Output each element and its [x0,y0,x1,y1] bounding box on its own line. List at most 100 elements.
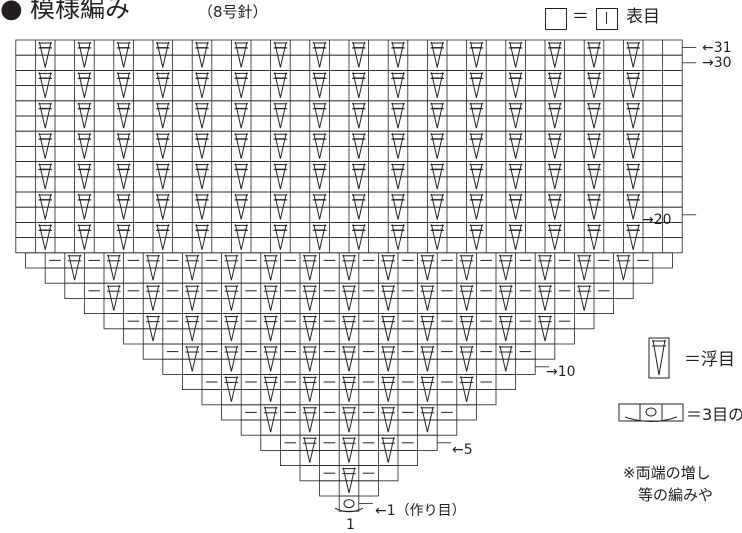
slip-stitch-cell [234,133,248,159]
slip-stitch-cell [38,224,52,250]
slip-stitch-cell [352,72,366,98]
chart-row [15,206,683,223]
slip-stitch-cell [195,133,209,159]
chart-grid [15,39,697,513]
slip-stitch-cell [116,133,131,159]
chart-row [319,480,379,497]
slip-stitch-cell [352,102,366,129]
slip-stitch-cell [303,437,317,463]
slip-stitch-cell [303,285,317,311]
slip-stitch-cell [195,102,209,129]
slip-stitch-cell [234,224,248,250]
note-line-2: 等の編みや [638,486,714,504]
chart-row [15,161,683,178]
slip-stitch-cell [263,376,278,402]
row-outline [279,449,418,466]
slip-stitch-cell [234,72,248,98]
slip-stitch-cell [342,467,356,494]
chart-row [64,282,634,299]
slip-stitch-cell [381,315,395,342]
slip-stitch-cell [234,102,248,129]
slip-stitch-cell [273,163,288,190]
slip-stitch-cell [459,376,474,402]
slip-stitch-cell [312,133,327,159]
slip-stitch-cell [273,41,288,68]
slip-stitch-cell [548,72,562,98]
slip-stitch-cell [626,163,640,190]
slip-stitch-cell [459,315,474,342]
slip-stitch-cell [342,315,356,342]
slip-stitch-cell [420,345,435,372]
slip-stitch-cell [107,254,121,281]
slip-stitch-cell [342,285,356,311]
slip-stitch-cell [38,133,52,159]
slip-stitch-cell [146,285,160,311]
slip-stitch-cell [195,72,209,98]
slip-stitch-cell [626,72,640,98]
slip-stitch-cell [616,254,631,281]
slip-stitch-cell [420,376,435,402]
slip-stitch-cell [587,72,601,98]
chart-row [15,191,683,208]
slip-stitch-cell [156,72,170,98]
chart-row [201,389,497,406]
chart-row [15,54,683,71]
slip-stitch-cell [77,72,92,98]
slip-stitch-cell [77,102,92,129]
slip-stitch-cell [312,163,327,190]
slip-stitch-cell [391,163,405,190]
slip-stitch-cell [273,193,288,220]
slip-stitch-cell [381,406,395,433]
yarn-over-legend-label: ＝3目の [686,405,742,424]
slip-stitch-cell [626,102,640,129]
slip-stitch-cell [430,163,444,190]
slip-stitch-cell [38,163,52,190]
slip-stitch-cell [146,315,160,342]
slip-stitch-cell [312,72,327,98]
slip-stitch-cell [195,193,209,220]
row-label-5: ←5 [452,442,473,458]
slip-stitch-cell [77,163,92,190]
slip-stitch-cell [156,224,170,250]
slip-stitch-cell [77,133,92,159]
chart-row [142,343,556,360]
slip-stitch-cell [391,133,405,159]
slip-stitch-cell [391,224,405,250]
slip-stitch-cell [548,133,562,159]
slip-stitch-cell [303,376,317,402]
slip-stitch-cell [342,345,356,372]
slip-stitch-cell [224,376,239,402]
slip-stitch-cell [234,193,248,220]
slip-stitch-cell [185,285,199,311]
slip-stitch-cell [587,224,601,250]
key-equals-sign: ＝ [572,7,589,27]
slip-stitch-cell [469,163,484,190]
slip-stitch-cell [430,193,444,220]
row-label-10: →10 [546,364,576,380]
needle-size-note: （8号針） [198,3,268,21]
slip-stitch-cell [499,254,513,281]
chart-row [279,449,418,466]
slip-stitch-cell [381,254,395,281]
slip-stitch-cell [156,41,170,68]
slip-stitch-cell [77,193,92,220]
slip-stitch-cell [548,163,562,190]
slip-stitch-cell [499,285,513,311]
slip-stitch-cell [116,102,131,129]
slip-stitch-cell [273,133,288,159]
slip-stitch-cell [548,102,562,129]
slip-stitch-cell [508,163,523,190]
slip-stitch-cell [224,285,239,311]
slip-stitch-cell [312,193,327,220]
slip-stitch-cell [263,285,278,311]
slip-stitch-cell [352,224,366,250]
slip-stitch-cell [420,406,435,433]
chart-row [15,237,683,254]
slip-stitch-cell [469,102,484,129]
slip-stitch-cell [381,285,395,311]
slip-stitch-cell [420,254,435,281]
chart-row [15,115,683,132]
slip-stitch-cell [548,41,562,68]
slip-stitch-cell [38,102,52,129]
